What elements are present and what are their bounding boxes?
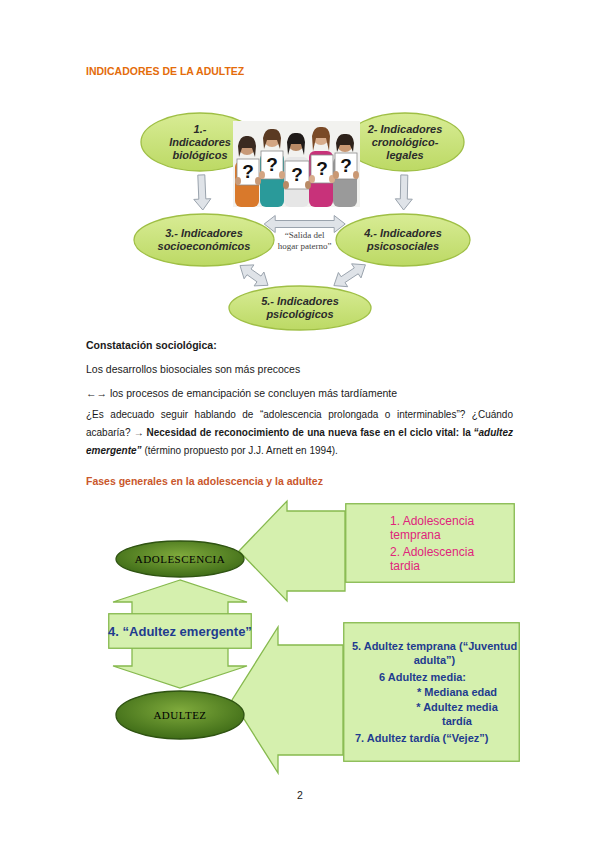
node-text: * Adultez media tardía bbox=[407, 700, 507, 728]
node-text: 3.- Indicadores socioeconómicos bbox=[148, 227, 260, 253]
node-text: * Mediana edad bbox=[417, 685, 518, 699]
node-text: 2. Adolescencia tardia bbox=[390, 545, 507, 573]
sign-mark: ? bbox=[335, 153, 357, 179]
ellipse-outline bbox=[141, 113, 259, 171]
body-text: (término propuesto por J.J. Arnett en 19… bbox=[144, 445, 337, 456]
connector-arrow bbox=[334, 264, 366, 287]
indicator-ellipse: 3.- Indicadores socioeconómicos bbox=[133, 213, 275, 267]
indicator-ellipse: 5.- Indicadores psicológicos bbox=[228, 285, 372, 331]
ellipse-outline bbox=[346, 113, 464, 171]
body-text: ←→ los procesos de emancipación se concl… bbox=[86, 386, 397, 400]
sign-mark: ? bbox=[285, 161, 309, 189]
rect-outline bbox=[344, 623, 520, 762]
phase-box: 5. Adultez temprana (“Juventud adulta”) 6… bbox=[343, 622, 520, 762]
photo-part bbox=[233, 121, 360, 207]
sign-mark: ? bbox=[237, 159, 259, 185]
node-text: 4. “Adultez emergente” bbox=[108, 624, 252, 639]
phase-box: 1. Adolescencia temprana 2. Adolescencia … bbox=[345, 503, 515, 583]
body-text: Los desarrollos biosociales son más prec… bbox=[86, 362, 300, 376]
photo-part bbox=[279, 171, 285, 179]
ellipse-outline bbox=[116, 691, 244, 739]
ellipse-outline bbox=[336, 214, 470, 266]
indicator-ellipse: 2- Indicadores cronológico-legales bbox=[345, 112, 465, 172]
sign-mark: ? bbox=[311, 155, 333, 183]
ellipse-outline bbox=[116, 541, 244, 577]
node-text: 7. Adultez tardía (“Vejez”) bbox=[355, 731, 518, 745]
node-text: 2- Indicadores cronológico-legales bbox=[364, 123, 446, 162]
block-arrow bbox=[239, 501, 345, 601]
photo-part bbox=[287, 133, 305, 155]
section-label: Constatación sociológica: bbox=[86, 338, 217, 352]
ellipse-outline bbox=[229, 286, 371, 330]
rect-outline bbox=[346, 504, 515, 583]
photo-part bbox=[255, 177, 261, 185]
sign-mark: ? bbox=[261, 151, 283, 179]
connector-arrow bbox=[194, 175, 211, 210]
block-arrow bbox=[232, 627, 343, 773]
photo-part bbox=[336, 134, 354, 152]
connector-arrow bbox=[395, 175, 412, 210]
body-text: Necesidad de reconocimiento de una nueva… bbox=[146, 427, 470, 438]
edge-label: “Salida del hogar paterno” bbox=[275, 230, 335, 252]
photo-part bbox=[353, 171, 359, 179]
photo-part bbox=[259, 171, 265, 179]
page-heading: INDICADORES DE LA ADULTEZ bbox=[86, 64, 244, 78]
photo-part bbox=[312, 127, 330, 151]
connector-arrow bbox=[264, 216, 345, 233]
page-number: 2 bbox=[280, 788, 320, 802]
ellipse-outline bbox=[134, 214, 274, 266]
section-heading: Fases generales en la adolescencia y la … bbox=[86, 474, 323, 488]
paragraph: ¿Es adecuado seguir hablando de “adolesc… bbox=[86, 406, 513, 460]
phase-box: 4. “Adultez emergente” bbox=[108, 613, 252, 649]
photo-part bbox=[333, 171, 339, 179]
node-text: 4.- Indicadores psicosociales bbox=[351, 227, 455, 253]
node-text: 6 Adultez media: bbox=[379, 670, 518, 684]
node-text: 5. Adultez temprana (“Juventud adulta”) bbox=[351, 639, 518, 667]
rect-outline bbox=[109, 614, 252, 649]
stage-ellipse: ADULTEZ bbox=[115, 690, 245, 740]
photo-part bbox=[309, 175, 315, 183]
photo-part bbox=[238, 136, 256, 157]
node-text: 1. Adolescencia temprana bbox=[390, 514, 507, 542]
node-text: ADOLESCENCIA bbox=[115, 553, 245, 566]
connector-arrow bbox=[240, 265, 268, 286]
node-text: ADULTEZ bbox=[115, 709, 245, 722]
photo-part bbox=[283, 181, 289, 189]
photo-part bbox=[284, 157, 309, 207]
photo-part bbox=[305, 181, 311, 189]
indicator-ellipse: 4.- Indicadores psicosociales bbox=[335, 213, 471, 267]
node-text: 1.- Indicadores biológicos bbox=[164, 123, 236, 162]
stage-ellipse: ADOLESCENCIA bbox=[115, 540, 245, 578]
photo-part bbox=[263, 129, 281, 149]
node-text: 5.- Indicadores psicológicos bbox=[248, 295, 352, 321]
photo-part bbox=[235, 177, 241, 185]
